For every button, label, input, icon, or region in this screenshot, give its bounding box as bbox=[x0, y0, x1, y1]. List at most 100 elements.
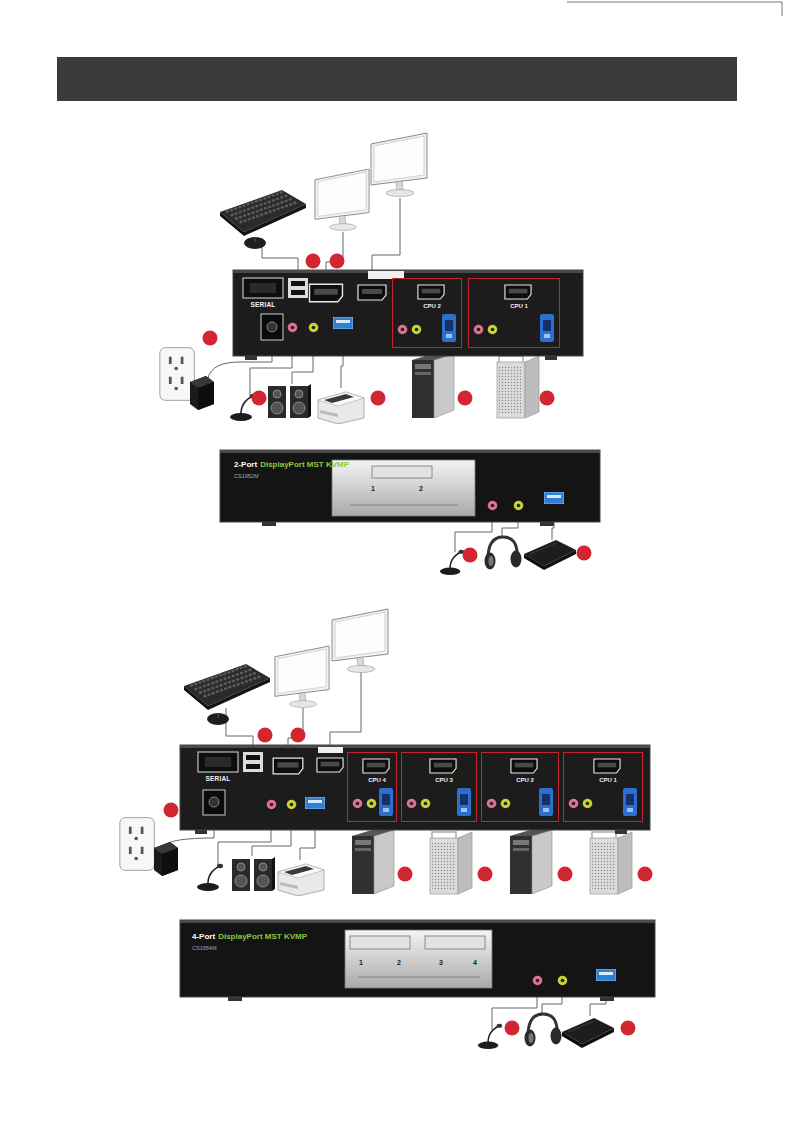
microphone bbox=[478, 1024, 502, 1049]
rear-panel-body bbox=[250, 283, 276, 293]
callout-dot bbox=[558, 867, 573, 882]
callout-dot bbox=[463, 548, 478, 563]
cables bbox=[252, 830, 291, 856]
cpu-port-group: CPU 3 bbox=[401, 752, 477, 822]
front-panel-body bbox=[358, 977, 480, 978]
header-bar bbox=[57, 57, 737, 101]
computer-tower bbox=[352, 830, 394, 894]
channel-number: 3 bbox=[439, 959, 443, 966]
port-label: CPU 3 bbox=[435, 777, 453, 784]
cables bbox=[372, 198, 400, 270]
rear-panel-body bbox=[180, 745, 650, 748]
rear-panel-body bbox=[273, 758, 303, 774]
monitor bbox=[371, 133, 427, 197]
rear-panel-body bbox=[203, 790, 225, 815]
microphone bbox=[197, 864, 223, 891]
power-adapter bbox=[154, 842, 178, 876]
rear-panel-body bbox=[474, 325, 484, 335]
port-label: CPU 1 bbox=[599, 777, 617, 784]
callout-dot bbox=[164, 728, 653, 1036]
computer-tower bbox=[430, 832, 472, 894]
port-label: CPU 1 bbox=[510, 303, 528, 310]
cables bbox=[226, 708, 253, 745]
front-panel-body bbox=[220, 450, 600, 526]
callout-dot bbox=[398, 867, 413, 882]
cables bbox=[502, 522, 518, 537]
rear-panel-body bbox=[310, 284, 343, 302]
front-panel-body bbox=[220, 450, 600, 453]
rear-panel: SERIALCPU 4CPU 3CPU 2CPU 1 bbox=[180, 745, 650, 830]
port-label: CPU 2 bbox=[516, 777, 534, 784]
front-panel-body bbox=[220, 450, 600, 522]
power-adapter bbox=[190, 376, 214, 410]
speakers bbox=[268, 384, 311, 418]
cables bbox=[292, 356, 313, 384]
rear-panel-body bbox=[287, 800, 297, 810]
rear-panel-body bbox=[583, 799, 593, 809]
rear-panel-body bbox=[623, 788, 637, 816]
monitor bbox=[275, 646, 329, 707]
rear-panel-body bbox=[421, 799, 431, 809]
rear-panel-body bbox=[333, 317, 353, 329]
rear-panel-body bbox=[488, 325, 498, 335]
page-mark bbox=[567, 2, 782, 16]
rear-panel-body bbox=[209, 797, 219, 807]
cables bbox=[455, 522, 492, 552]
rear-panel-body bbox=[288, 278, 308, 298]
rear-panel-body bbox=[309, 323, 319, 333]
wall-outlet bbox=[120, 818, 155, 871]
callout-dot bbox=[203, 331, 218, 346]
cables bbox=[330, 672, 361, 745]
rear-panel-body bbox=[442, 314, 456, 342]
port-label: CPU 2 bbox=[423, 303, 441, 310]
cpu-port-group: CPU 1 bbox=[563, 752, 643, 822]
computer-tower bbox=[412, 354, 454, 418]
rear-panel-body bbox=[291, 290, 305, 295]
front-panel-body bbox=[488, 501, 498, 511]
rear-panel-body bbox=[267, 322, 277, 332]
front-panel-body bbox=[180, 920, 655, 923]
product-title: DisplayPort MST KVMP bbox=[218, 933, 307, 942]
rear-panel-body bbox=[407, 799, 417, 809]
callout-dot bbox=[252, 391, 267, 406]
rear-panel-body bbox=[305, 797, 325, 809]
rear-panel-body bbox=[246, 764, 260, 769]
front-panel: 4-PortDisplayPort MST KVMPCS1954M bbox=[180, 920, 655, 997]
rear-panel-body bbox=[539, 788, 553, 816]
front-panel-body bbox=[544, 492, 564, 504]
rear-panel-body bbox=[569, 799, 579, 809]
callout-dot bbox=[291, 728, 306, 743]
usb-drive bbox=[562, 1018, 614, 1048]
rear-panel-body bbox=[291, 281, 305, 286]
front-panel-body bbox=[558, 976, 568, 986]
callout-dot bbox=[505, 1021, 520, 1036]
front-panel-body bbox=[180, 920, 655, 1001]
rear-panel-body bbox=[318, 747, 343, 753]
rear-panel-body bbox=[457, 788, 471, 816]
front-panel-body bbox=[514, 501, 524, 511]
rear-panel-body bbox=[317, 758, 343, 772]
channel-number: 1 bbox=[359, 959, 363, 966]
product-title: 4-Port bbox=[192, 933, 215, 942]
rear-panel-body bbox=[430, 759, 456, 773]
rear-panel-body bbox=[205, 757, 231, 767]
printer bbox=[318, 392, 364, 424]
callout-dot bbox=[330, 254, 345, 269]
microphone bbox=[440, 550, 464, 575]
printer bbox=[278, 864, 324, 896]
front-panel-body bbox=[180, 920, 655, 997]
rear-panel-body bbox=[412, 325, 422, 335]
rear-panel-body bbox=[511, 759, 537, 773]
rear-panel-body bbox=[261, 314, 283, 340]
front-panel-body bbox=[372, 466, 432, 478]
usb-drive bbox=[524, 540, 576, 570]
cpu-port-group: CPU 4 bbox=[347, 752, 397, 822]
mouse bbox=[207, 713, 229, 725]
callout-dot bbox=[621, 1021, 636, 1036]
front-panel-body bbox=[425, 936, 485, 949]
cpu-port-group: CPU 2 bbox=[392, 278, 462, 348]
computer-tower bbox=[497, 356, 539, 418]
cables bbox=[262, 238, 298, 270]
